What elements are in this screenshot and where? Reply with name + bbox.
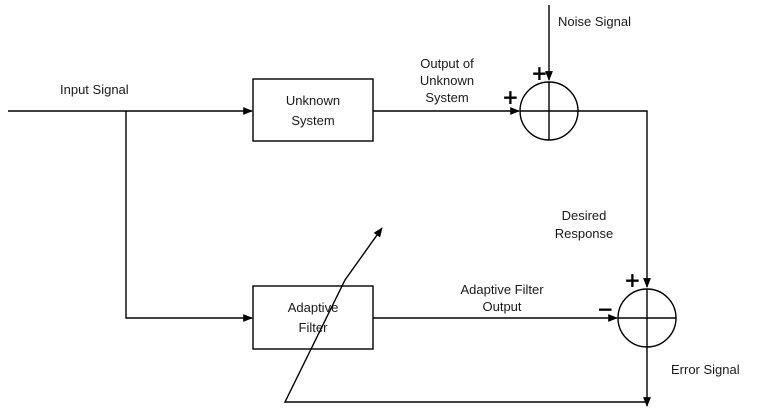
unknown-system-label-line1: Unknown [286,93,340,108]
sum1-top-plus-sign: + [531,61,548,85]
desired-response-label-line1: Desired [562,208,607,223]
adaptive-filter-label-line2: Filter [299,320,329,335]
error-feedback-line [283,227,647,403]
input-branch-line [125,111,253,322]
output-unknown-label-line3: System [425,90,468,105]
unknown-system-label-line2: System [291,113,334,128]
sum2-top-plus-sign: + [624,268,641,292]
adaptive-output-label-line1: Adaptive Filter [460,282,544,297]
adaptive-filter-block [252,285,374,350]
adaptive-output-label-line2: Output [482,299,521,314]
sum1-left-plus-sign: + [502,85,519,109]
noise-signal-label: Noise Signal [558,14,631,29]
adaptive-filter-label-line1: Adaptive [288,300,339,315]
unknown-system-block [252,78,374,142]
error-signal-label: Error Signal [671,362,740,377]
output-unknown-label-line1: Output of [420,56,474,71]
desired-response-label-line2: Response [555,226,614,241]
input-signal-label: Input Signal [60,82,129,97]
output-unknown-label-line2: Unknown [420,73,474,88]
desired-response-line [578,110,651,288]
sum2-left-minus-sign: − [597,297,614,321]
